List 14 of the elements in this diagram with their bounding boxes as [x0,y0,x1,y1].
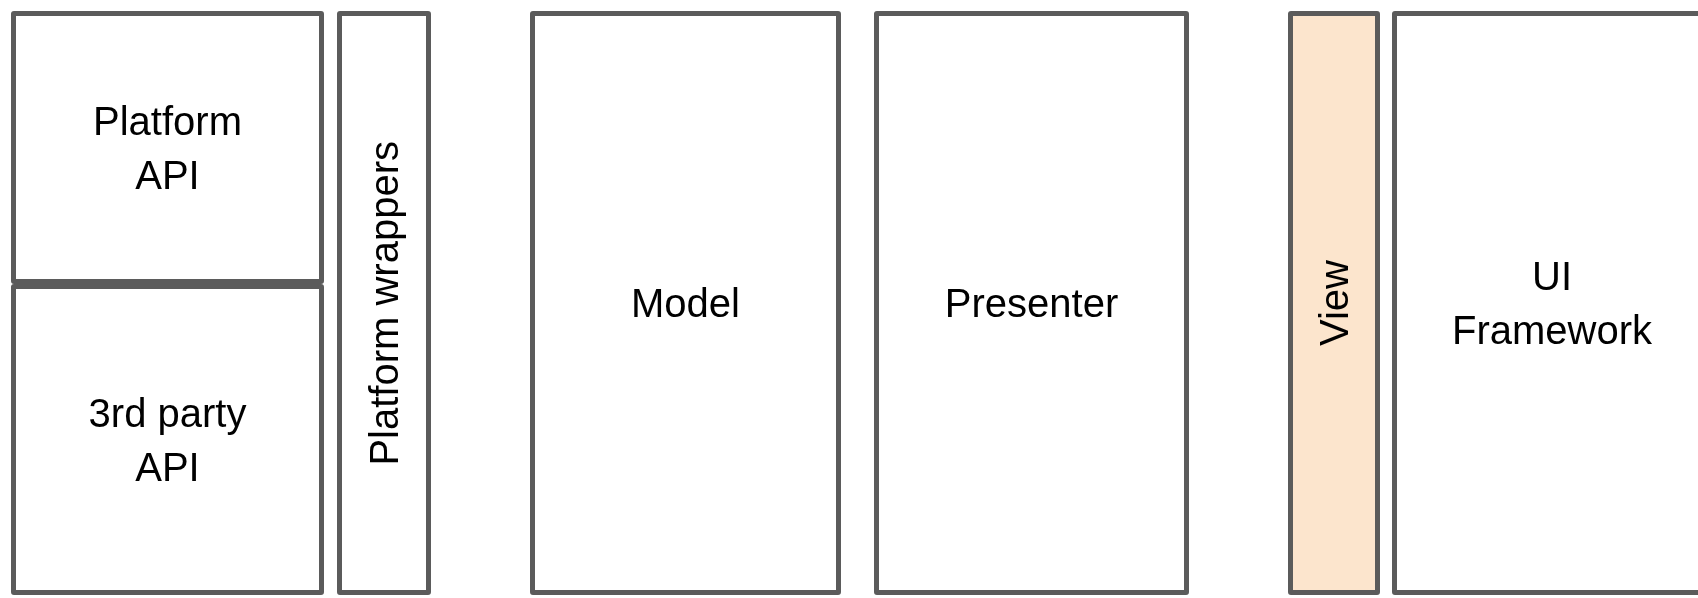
layer-label: 3rd party API [87,389,248,491]
layer-label: View [1311,260,1357,346]
layer-label: Model [631,280,740,327]
layer-box [874,11,1189,595]
layer-box [11,11,324,284]
layer-label: Platform API [92,97,243,199]
layer-box [530,11,841,595]
layer-bar [1288,11,1380,595]
layer-label: UI Framework [1451,253,1653,354]
layer-box [1392,11,1698,595]
layer-bar [337,11,431,595]
layer-label: Platform wrappers [361,140,407,466]
layer-box [11,284,324,595]
layer-label: Presenter [944,280,1119,327]
